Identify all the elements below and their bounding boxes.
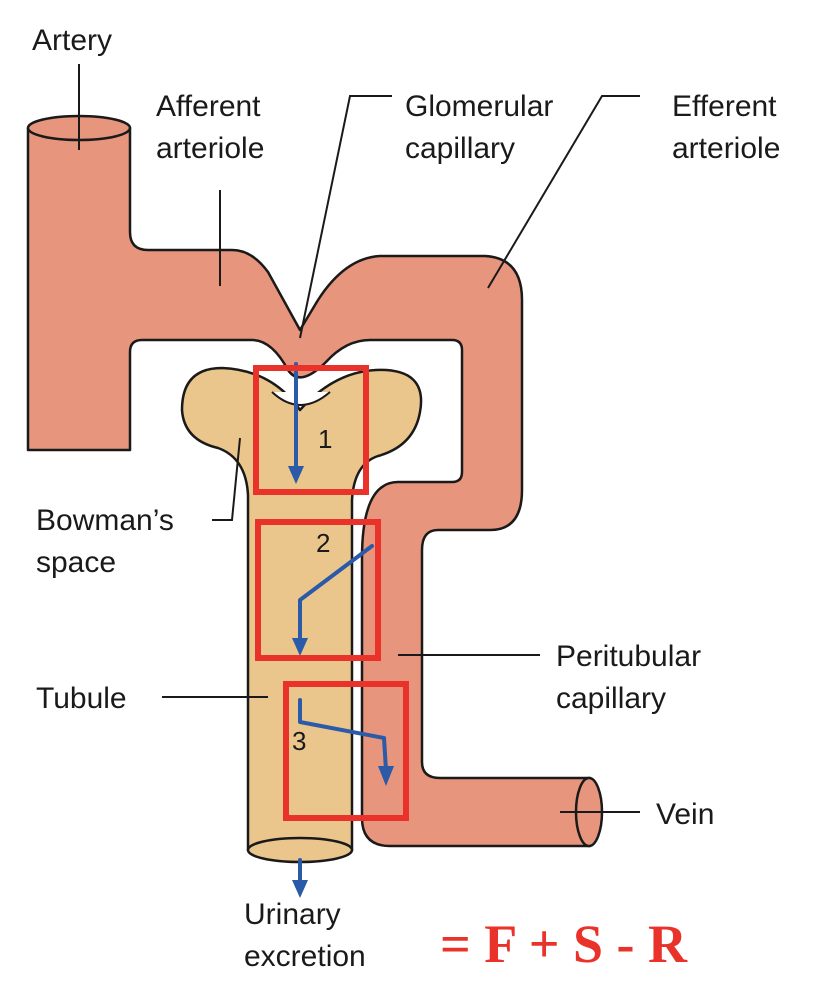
label-peritubular-2: capillary (556, 682, 666, 715)
blood-vessel (26, 126, 592, 848)
leader-efferent (487, 95, 640, 289)
label-artery: Artery (32, 24, 112, 57)
reabsorption-arrowhead (378, 766, 394, 786)
label-efferent-2: arteriole (672, 132, 780, 165)
label-urinary-1: Urinary (244, 898, 341, 931)
glomerulus-gap (271, 391, 331, 406)
leader-bowmans (212, 437, 241, 521)
highlight-box-1 (253, 365, 369, 495)
step-number-3: 3 (292, 726, 306, 756)
highlight-box-3 (283, 681, 409, 821)
reabsorption-flow-arrow (298, 698, 388, 772)
label-peritubular-1: Peritubular (556, 640, 701, 673)
secretion-flow-arrow (298, 544, 374, 644)
secretion-arrowhead (292, 638, 308, 656)
label-afferent-2: arteriole (156, 132, 264, 165)
excretion-arrowhead (292, 880, 308, 898)
label-afferent-1: Afferent (156, 90, 261, 123)
label-glomerular-1: Glomerular (405, 90, 553, 123)
label-tubule: Tubule (36, 682, 127, 715)
step-number-1: 1 (318, 424, 332, 454)
label-efferent-1: Efferent (672, 90, 777, 123)
label-glomerular-2: capillary (405, 132, 515, 165)
label-vein: Vein (656, 798, 714, 831)
filtration-arrowhead (288, 466, 304, 484)
highlight-box-2 (255, 519, 381, 661)
excretion-formula: = F + S - R (440, 914, 688, 974)
label-bowmans-2: space (36, 546, 116, 579)
label-urinary-2: excretion (244, 940, 366, 973)
step-number-2: 2 (316, 528, 330, 558)
label-bowmans-1: Bowman’s (36, 504, 174, 537)
leader-glomerular (299, 95, 392, 339)
